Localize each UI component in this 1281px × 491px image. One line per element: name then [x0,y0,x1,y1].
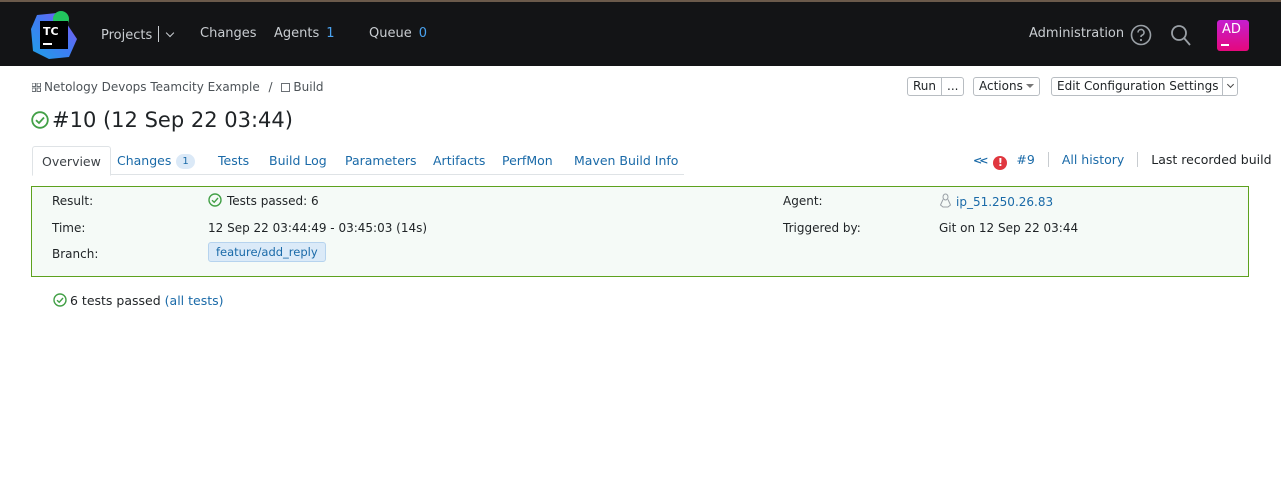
avatar-initials: AD [1222,22,1241,37]
time-label: Time: [52,221,86,235]
time-value: 12 Sep 22 03:44:49 - 03:45:03 (14s) [208,221,428,235]
search-icon[interactable] [1170,24,1192,48]
project-grid-icon [32,83,41,92]
run-custom-button[interactable]: ... [947,79,959,93]
tab-maven-build-info[interactable]: Maven Build Info [574,153,679,168]
agents-count: 1 [326,26,335,41]
page-title: #10 (12 Sep 22 03:44) [31,107,293,133]
triggered-by-label: Triggered by: [783,221,861,235]
success-check-icon [31,111,49,129]
user-avatar[interactable]: AD [1217,20,1249,51]
teamcity-logo-icon[interactable]: TC [29,11,79,61]
all-tests-link[interactable]: all tests [169,293,219,308]
changes-count-badge: 1 [176,154,195,169]
nav-agents-label: Agents [274,26,320,41]
tab-changes-label: Changes [117,153,172,168]
tab-parameters[interactable]: Parameters [345,153,417,168]
result-text: Tests passed: 6 [227,194,319,208]
edit-config-button-group: Edit Configuration Settings [1051,77,1239,96]
chevron-down-icon[interactable] [1227,80,1235,89]
tests-passed-text: 6 tests passed [70,293,161,308]
tab-tests[interactable]: Tests [218,153,250,168]
edit-configuration-button[interactable]: Edit Configuration Settings [1057,79,1219,93]
tab-overview[interactable]: Overview [32,146,111,176]
agent-value: ip_51.250.26.83 [939,193,1053,209]
build-number-title: #10 (12 Sep 22 03:44) [52,108,293,132]
breadcrumb-project-link[interactable]: Netology Devops Teamcity Example [44,80,260,94]
failed-build-icon: ! [993,156,1008,170]
agent-link[interactable]: ip_51.250.26.83 [956,195,1054,209]
run-button-group: Run... [907,77,965,96]
nav-agents[interactable]: Agents 1 [274,26,335,42]
all-history-link[interactable]: All history [1061,152,1125,167]
nav-projects-label: Projects [101,28,153,43]
build-details-panel: Result: Tests passed: 6 Time: 12 Sep 22 … [31,186,1249,277]
queue-count: 0 [418,26,427,41]
divider [941,78,943,95]
nav-administration[interactable]: Administration [1029,26,1125,41]
nav-queue[interactable]: Queue 0 [369,26,427,42]
previous-build-link[interactable]: #9 [1016,152,1035,167]
last-recorded-build-label: Last recorded build [1151,152,1272,167]
actions-label: Actions [979,79,1023,93]
breadcrumb-separator: / [268,80,273,94]
divider [1047,152,1049,167]
nav-queue-label: Queue [369,26,412,41]
tab-changes[interactable]: Changes 1 [117,146,195,175]
previous-build-arrow-icon[interactable]: << [973,154,989,167]
paren-open: ( [164,293,170,308]
build-history-nav: << ! #9 All history Last recorded build [973,152,1272,170]
chevron-down-icon[interactable] [166,28,175,38]
tab-perfmon[interactable]: PerfMon [502,153,553,168]
triggered-by-value: Git on 12 Sep 22 03:44 [939,221,1079,235]
breadcrumb-build-link[interactable]: Build [293,80,324,94]
result-value: Tests passed: 6 [208,193,319,208]
divider [1137,152,1139,167]
tab-artifacts[interactable]: Artifacts [433,153,486,168]
svg-text:TC: TC [43,25,59,38]
linux-penguin-icon [939,193,952,208]
nav-changes[interactable]: Changes [200,26,257,41]
breadcrumb: Netology Devops Teamcity Example / Build [32,80,324,94]
success-check-icon [53,293,67,307]
top-navigation-bar: TC Projects Changes Agents 1 Queue 0 Admin… [0,0,1281,66]
result-label: Result: [52,194,94,208]
actions-button[interactable]: Actions [973,77,1040,96]
help-icon[interactable] [1130,24,1152,46]
divider [158,26,160,42]
build-config-icon [281,83,291,92]
branch-badge[interactable]: feature/add_reply [208,242,326,262]
nav-projects[interactable]: Projects [101,26,175,44]
run-button[interactable]: Run [913,79,937,93]
branch-label: Branch: [52,247,99,261]
tests-summary: 6 tests passed (all tests) [53,293,224,308]
divider [1222,78,1224,95]
build-tabs: Overview Changes 1 Tests Build Log Parame… [32,146,684,176]
avatar-underline [1221,44,1229,46]
agent-label: Agent: [783,194,823,208]
tab-build-log[interactable]: Build Log [269,153,327,168]
success-check-icon [208,193,222,207]
paren-close: ) [218,293,224,308]
dropdown-triangle-icon [1025,84,1034,88]
